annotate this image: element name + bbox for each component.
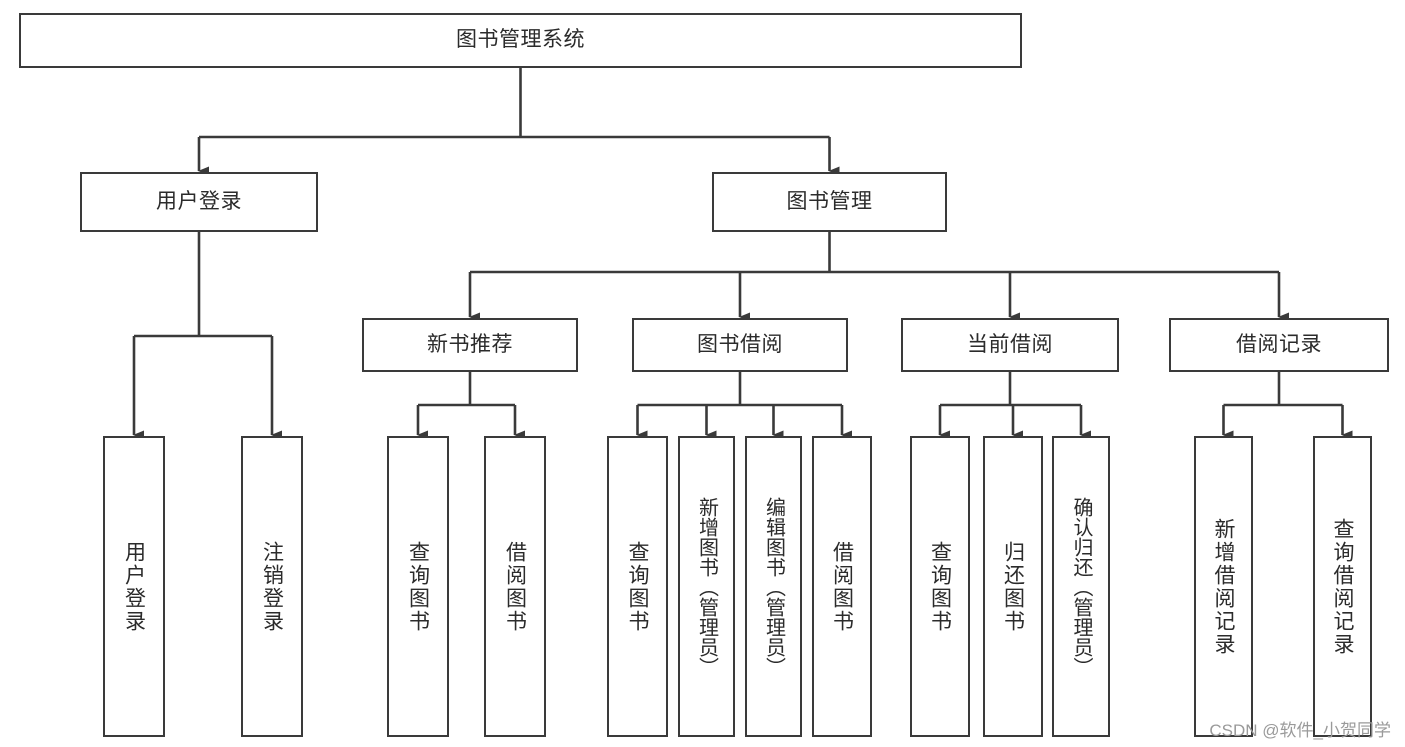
node-leaf-user-login: 用户登录	[103, 436, 165, 737]
node-label: 图书管理系统	[456, 28, 585, 52]
node-label: 图书借阅	[697, 332, 783, 356]
node-leaf-return-book: 归还图书	[983, 436, 1043, 737]
node-label: 借阅图书	[503, 540, 527, 633]
node-label: 新增借阅记录	[1212, 517, 1235, 656]
node-book-manage: 图书管理	[712, 172, 947, 232]
node-label: 借阅图书	[830, 540, 854, 633]
node-leaf-add-record: 新增借阅记录	[1194, 436, 1253, 737]
node-label: 当前借阅	[967, 332, 1053, 356]
node-label: 归还图书	[1001, 540, 1025, 633]
node-root: 图书管理系统	[19, 13, 1022, 68]
node-leaf-query-record: 查询借阅记录	[1313, 436, 1372, 737]
node-label: 查询借阅记录	[1331, 517, 1354, 656]
node-leaf-confirm-return: 确认归还（管理员）	[1052, 436, 1110, 737]
node-leaf-query-book-current: 查询图书	[910, 436, 970, 737]
node-new-book-recommend: 新书推荐	[362, 318, 578, 372]
node-user-login: 用户登录	[80, 172, 318, 232]
node-leaf-query-book-recommend: 查询图书	[387, 436, 449, 737]
node-label: 查询图书	[626, 540, 649, 633]
node-label: 注销登录	[260, 540, 284, 633]
node-leaf-borrow-book-recommend: 借阅图书	[484, 436, 546, 737]
node-book-borrow: 图书借阅	[632, 318, 848, 372]
node-borrow-record: 借阅记录	[1169, 318, 1389, 372]
node-label: 查询图书	[406, 540, 430, 633]
node-label: 用户登录	[156, 189, 242, 213]
watermark: CSDN @软件_小贺同学	[1209, 721, 1391, 740]
node-label: 新书推荐	[427, 332, 513, 356]
node-leaf-borrow-book: 借阅图书	[812, 436, 872, 737]
node-label: 编辑图书（管理员）	[762, 496, 785, 677]
node-leaf-query-book-borrow: 查询图书	[607, 436, 668, 737]
node-leaf-logout: 注销登录	[241, 436, 303, 737]
node-label: 查询图书	[928, 540, 952, 633]
node-label: 新增图书（管理员）	[695, 496, 718, 677]
node-label: 借阅记录	[1236, 332, 1322, 356]
node-label: 图书管理	[786, 189, 873, 213]
node-current-borrow: 当前借阅	[901, 318, 1119, 372]
node-leaf-add-book: 新增图书（管理员）	[678, 436, 735, 737]
node-label: 确认归还（管理员）	[1070, 496, 1092, 677]
node-leaf-edit-book: 编辑图书（管理员）	[745, 436, 802, 737]
node-label: 用户登录	[122, 540, 146, 633]
